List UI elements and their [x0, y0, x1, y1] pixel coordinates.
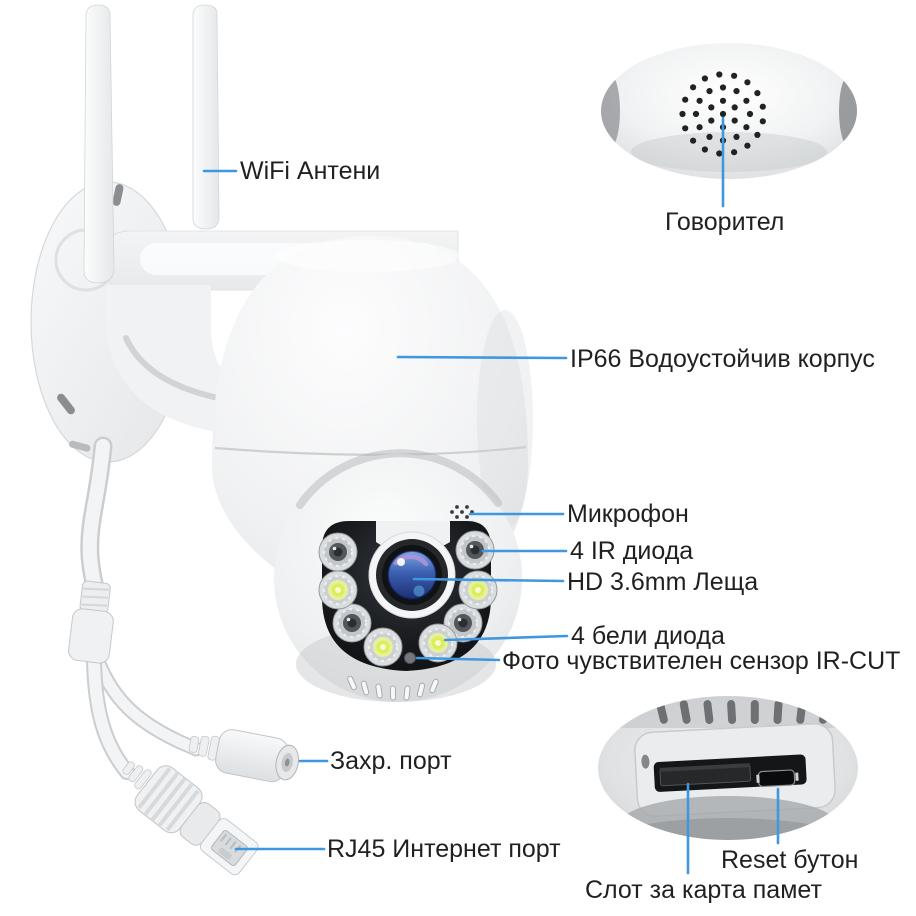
callout-line-lens [412, 577, 565, 583]
label-power-port: Захр. порт [330, 747, 452, 775]
label-sd-slot: Слот за карта памет [585, 876, 822, 904]
microphone-holes [450, 505, 474, 519]
label-housing: IP66 Водоустойчив корпус [570, 345, 875, 373]
bracket-screw-bottom [57, 393, 75, 415]
label-lens: HD 3.6mm Леща [567, 568, 759, 596]
label-ir-leds: 4 IR диода [570, 537, 694, 565]
cable-bundle [68, 436, 204, 780]
bracket-screw-top [112, 184, 124, 206]
rj45-connector [122, 761, 259, 876]
callout-line-white-leds [443, 634, 569, 642]
label-wifi-antennas: WiFi Антени [240, 157, 381, 185]
speaker-holes [679, 71, 766, 157]
cable-splitter [68, 580, 114, 664]
label-speaker: Говорител [665, 208, 785, 236]
callout-lines [202, 116, 780, 875]
bottom-inset [598, 696, 858, 840]
camera-lens [376, 539, 448, 611]
camera-body [30, 4, 533, 876]
label-light-sensor: Фото чувствителен сензор IR-CUT [502, 647, 901, 675]
speaker-inset [601, 43, 857, 179]
wifi-antenna-right [192, 4, 220, 230]
wifi-antenna-left [83, 4, 115, 284]
bottom-vents [656, 700, 854, 724]
camera-head [274, 449, 522, 702]
label-reset-button: Reset бутон [721, 846, 859, 874]
reset-button[interactable] [757, 769, 796, 788]
label-white-leds: 4 бели диода [571, 622, 725, 650]
callout-line-light-sensor [415, 656, 501, 662]
power-connector [188, 729, 300, 783]
label-microphone: Микрофон [567, 500, 689, 528]
light-sensor-dot [404, 652, 416, 664]
callout-line-housing [396, 355, 568, 360]
head-vents [347, 675, 439, 701]
label-rj45-port: RJ45 Интернет порт [327, 835, 561, 863]
